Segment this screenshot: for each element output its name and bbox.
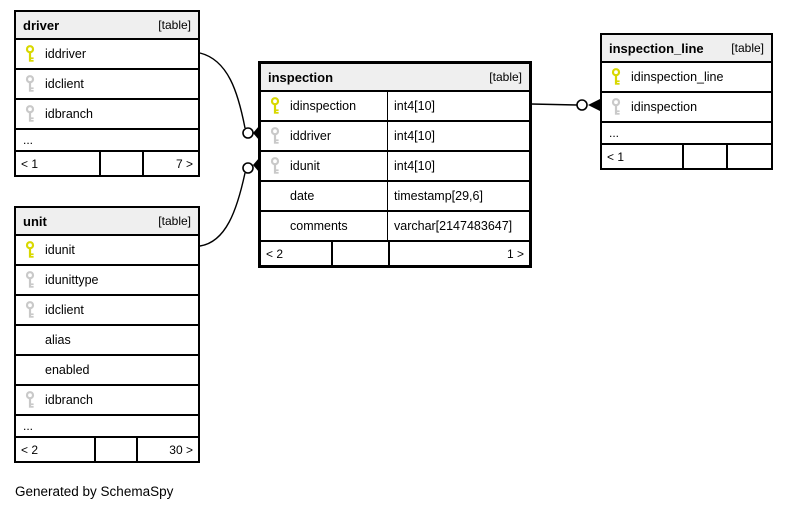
foreign-key-icon	[25, 391, 35, 409]
table-header: driver [table]	[16, 12, 198, 40]
table-type-label: [table]	[731, 41, 764, 55]
foreign-key-icon	[270, 127, 280, 145]
column-name: comments	[290, 219, 348, 233]
edge-inspection-to-inspection-line	[530, 99, 600, 111]
column-row-idinspection: idinspection	[602, 93, 771, 123]
parent-count: < 2	[261, 242, 333, 265]
table-header: inspection_line [table]	[602, 35, 771, 63]
column-row-idclient: idclient	[16, 296, 198, 326]
foreign-key-icon	[25, 301, 35, 319]
table-node-unit[interactable]: unit [table] idunit idunittype idclient …	[14, 206, 200, 463]
column-name: idunit	[290, 159, 320, 173]
column-name: idbranch	[45, 393, 93, 407]
column-row-idunit: idunit	[16, 236, 198, 266]
column-type: timestamp[29,6]	[394, 189, 483, 203]
table-node-driver[interactable]: driver [table] iddriver idclient idbranc…	[14, 10, 200, 177]
table-footer: < 2 1 >	[261, 242, 529, 265]
foreign-key-icon	[611, 98, 621, 116]
column-row-idinspection: idinspection int4[10]	[261, 92, 529, 122]
column-row-alias: alias	[16, 326, 198, 356]
table-node-inspection[interactable]: inspection [table] idinspection int4[10]…	[258, 61, 532, 268]
column-name: idclient	[45, 303, 84, 317]
footer-spacer	[101, 152, 144, 175]
column-name: idunit	[45, 243, 75, 257]
column-name: enabled	[45, 363, 90, 377]
footer-spacer	[684, 145, 728, 168]
generator-credit: Generated by SchemaSpy	[15, 484, 174, 499]
column-name: idinspection_line	[631, 70, 724, 84]
column-row-idunit: idunit int4[10]	[261, 152, 529, 182]
more-columns-ellipsis: ...	[16, 130, 198, 152]
table-footer: < 1	[602, 145, 771, 168]
table-header: unit [table]	[16, 208, 198, 236]
parent-count: < 1	[16, 152, 101, 175]
column-row-enabled: enabled	[16, 356, 198, 386]
table-title: driver	[23, 17, 60, 33]
table-type-label: [table]	[158, 214, 191, 228]
child-count: 30 >	[169, 442, 193, 457]
column-name: iddriver	[290, 129, 331, 143]
foreign-key-icon	[25, 271, 35, 289]
column-name: idunittype	[45, 273, 99, 287]
foreign-key-icon	[270, 157, 280, 175]
column-row-idclient: idclient	[16, 70, 198, 100]
column-row-comments: comments varchar[2147483647]	[261, 212, 529, 242]
primary-key-icon	[270, 97, 280, 115]
column-type: int4[10]	[394, 129, 436, 143]
column-name: idclient	[45, 77, 84, 91]
table-title: inspection	[268, 69, 334, 85]
column-name: idbranch	[45, 107, 93, 121]
column-row-date: date timestamp[29,6]	[261, 182, 529, 212]
table-title: inspection_line	[609, 40, 704, 56]
child-count: 1 >	[506, 246, 524, 261]
column-name: idinspection	[631, 100, 698, 114]
table-type-label: [table]	[158, 18, 191, 32]
primary-key-icon	[611, 68, 621, 86]
table-node-inspection-line[interactable]: inspection_line [table] idinspection_lin…	[600, 33, 773, 170]
child-count	[728, 145, 771, 168]
column-row-idbranch: idbranch	[16, 386, 198, 416]
column-row-idunittype: idunittype	[16, 266, 198, 296]
more-columns-ellipsis: ...	[602, 123, 771, 145]
footer-spacer	[96, 438, 138, 461]
column-type: int4[10]	[394, 99, 436, 113]
column-row-idinspection-line: idinspection_line	[602, 63, 771, 93]
column-row-iddriver: iddriver	[16, 40, 198, 70]
table-header: inspection [table]	[261, 64, 529, 92]
primary-key-icon	[25, 241, 35, 259]
column-type: int4[10]	[394, 159, 436, 173]
table-footer: < 2 30 >	[16, 438, 198, 461]
parent-count: < 2	[16, 438, 96, 461]
column-name: idinspection	[290, 99, 357, 113]
edge-unit-to-inspection	[199, 158, 259, 247]
primary-key-icon	[25, 45, 35, 63]
column-type: varchar[2147483647]	[394, 219, 513, 233]
parent-count: < 1	[602, 145, 684, 168]
footer-spacer	[333, 242, 390, 265]
edge-driver-to-inspection	[199, 52, 259, 140]
column-name: iddriver	[45, 47, 86, 61]
foreign-key-icon	[25, 105, 35, 123]
column-row-iddriver: iddriver int4[10]	[261, 122, 529, 152]
column-name: alias	[45, 333, 71, 347]
column-row-idbranch: idbranch	[16, 100, 198, 130]
child-count: 7 >	[175, 156, 193, 171]
column-name: date	[290, 189, 315, 203]
foreign-key-icon	[25, 75, 35, 93]
table-type-label: [table]	[489, 70, 522, 84]
table-title: unit	[23, 213, 47, 229]
more-columns-ellipsis: ...	[16, 416, 198, 438]
table-footer: < 1 7 >	[16, 152, 198, 175]
